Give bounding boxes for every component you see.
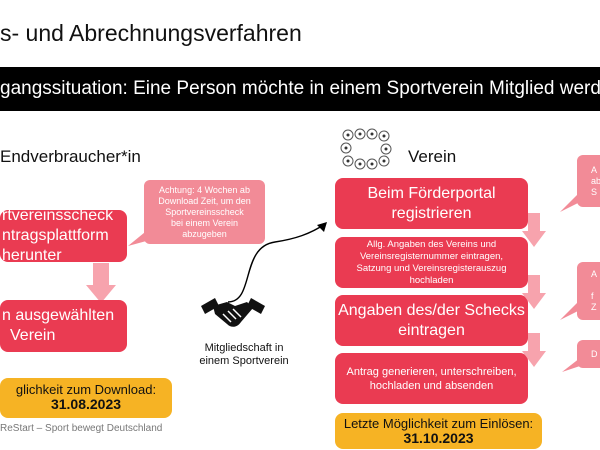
callout-line: Download Zeit, um den bbox=[158, 195, 251, 206]
arrow-down-icon bbox=[522, 333, 546, 367]
left-heading: Endverbraucher*in bbox=[0, 147, 141, 166]
details-line: Allg. Angaben des Vereins und bbox=[366, 238, 497, 250]
register-portal-box: Beim Förderportal registrieren bbox=[335, 178, 528, 229]
redeem-deadline-box: Letzte Möglichkeit zum Einlösen: 31.10.2… bbox=[335, 413, 542, 449]
side-callout-line bbox=[591, 280, 597, 291]
membership-caption: Mitgliedschaft in einem Sportverein bbox=[194, 342, 294, 368]
download-deadline-text: glichkeit zum Download: bbox=[15, 382, 157, 397]
check-details-box: Angaben des/der Schecks eintragen bbox=[335, 295, 528, 346]
submit-step-line: n ausgewählten bbox=[2, 307, 115, 324]
side-callout-line: D bbox=[591, 348, 598, 359]
register-line: Beim Förderportal bbox=[367, 184, 496, 202]
side-callout-line: Z bbox=[591, 302, 597, 312]
callout-tail bbox=[560, 192, 580, 212]
side-callout-line: f bbox=[591, 291, 594, 301]
download-deadline-box: glichkeit zum Download: 31.08.2023 bbox=[0, 378, 172, 418]
download-step-line: herunter bbox=[2, 247, 62, 264]
download-step-box: rtvereinsscheck ntragsplattform herunter bbox=[0, 207, 127, 264]
download-deadline-date: 31.08.2023 bbox=[50, 396, 122, 412]
caption-line: einem Sportverein bbox=[199, 355, 289, 367]
side-callout-line: S bbox=[591, 186, 598, 197]
callout-tail bbox=[128, 228, 150, 246]
caption-line: Mitgliedschaft in bbox=[204, 342, 284, 354]
side-callout: D bbox=[577, 340, 600, 368]
callout-tail bbox=[560, 300, 580, 320]
submit-line: Antrag generieren, unterschreiben, bbox=[346, 365, 517, 378]
submit-step-line: Verein bbox=[10, 327, 56, 344]
sports-pictograms-icon bbox=[340, 128, 392, 170]
side-callout: A f Z bbox=[577, 262, 600, 320]
warning-callout: Achtung: 4 Wochen ab Download Zeit, um d… bbox=[144, 180, 265, 244]
right-heading: Verein bbox=[408, 147, 457, 166]
callout-line: bei einem Verein bbox=[170, 217, 239, 228]
callout-line: abzugeben bbox=[182, 228, 227, 239]
slide-title: s- und Abrechnungsverfahren bbox=[0, 20, 302, 46]
check-line: Angaben des/der Schecks bbox=[338, 301, 525, 319]
details-line: Satzung und Vereinsregisterauszug bbox=[356, 262, 507, 274]
submit-to-club-box: n ausgewählten Verein bbox=[0, 300, 127, 352]
side-callout-line: A bbox=[591, 164, 598, 175]
download-step-line: rtvereinsscheck bbox=[2, 207, 114, 224]
redeem-deadline-text: Letzte Möglichkeit zum Einlösen: bbox=[343, 416, 534, 431]
arrow-down-icon bbox=[522, 275, 546, 309]
situation-banner: gangssituation: Eine Person möchte in ei… bbox=[0, 67, 600, 111]
submit-line: hochladen und absenden bbox=[369, 379, 494, 392]
footer-text: ReStart – Sport bewegt Deutschland bbox=[0, 423, 163, 434]
connector-curve bbox=[227, 222, 327, 303]
callout-line: Achtung: 4 Wochen ab bbox=[159, 184, 250, 195]
details-line: Vereinsregisternummer eintragen, bbox=[359, 250, 504, 262]
callout-tail bbox=[562, 358, 580, 372]
club-details-box: Allg. Angaben des Vereins und Vereinsreg… bbox=[335, 237, 528, 288]
side-callout: A ab S bbox=[577, 155, 600, 207]
handshake-icon bbox=[201, 298, 265, 327]
redeem-deadline-date: 31.10.2023 bbox=[403, 430, 474, 446]
register-line: registrieren bbox=[391, 204, 472, 222]
arrow-down-icon bbox=[522, 213, 546, 247]
arrow-down-icon bbox=[86, 263, 116, 303]
side-callout-line: ab bbox=[591, 175, 600, 186]
check-line: eintragen bbox=[398, 321, 465, 339]
side-callout-line: A bbox=[591, 269, 598, 279]
download-step-line: ntragsplattform bbox=[2, 227, 109, 244]
submit-application-box: Antrag generieren, unterschreiben, hochl… bbox=[335, 353, 528, 404]
callout-line: Sportvereinsscheck bbox=[165, 206, 244, 217]
details-line: hochladen bbox=[409, 274, 454, 286]
